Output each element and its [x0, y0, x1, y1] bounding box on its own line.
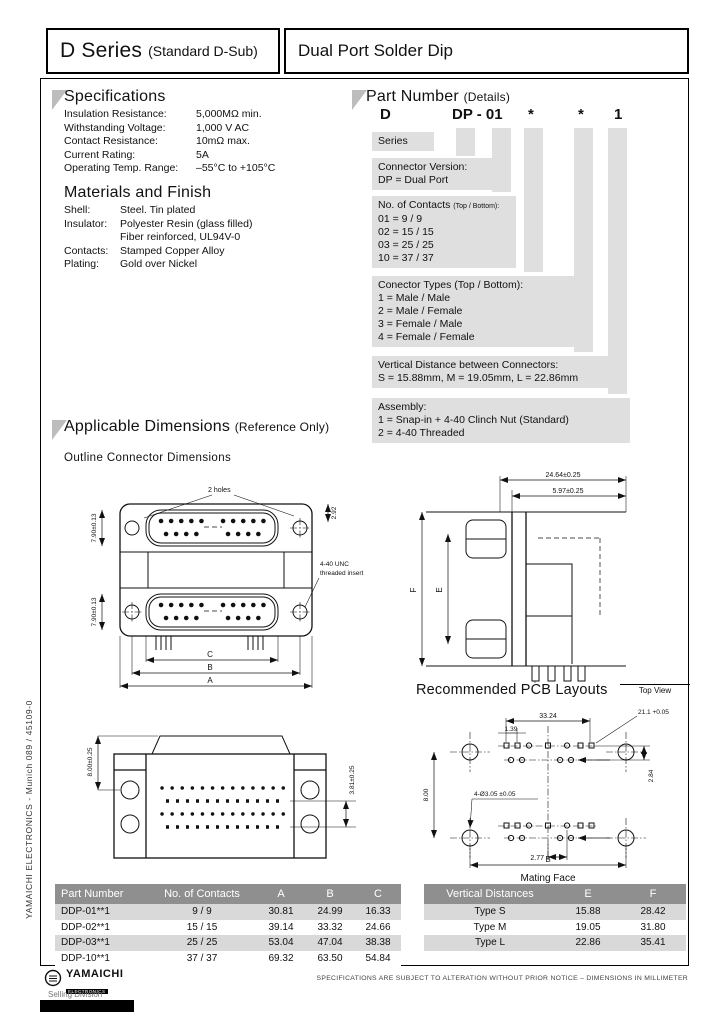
sidebar-vertical-text: YAMAICHI ELECTRONICS - Munich 089 / 4510…: [24, 700, 34, 919]
spec-row: Insulation Resistance:5,000MΩ min.: [64, 108, 262, 120]
dim-label-a: A: [207, 676, 213, 685]
dim-label-c: C: [207, 650, 213, 659]
outline-dimensions-subtitle: Outline Connector Dimensions: [64, 452, 232, 464]
dim-row: 2.77: [530, 855, 544, 862]
materials-heading: Materials and Finish: [64, 184, 212, 201]
pn-strip: [456, 128, 475, 156]
holes-note: 2 holes: [208, 487, 231, 494]
dim-top2: 5.97±0.25: [552, 488, 583, 495]
yamaichi-logo-icon: [44, 969, 62, 987]
dim-width: 33.24: [539, 713, 557, 720]
spec-row: Current Rating:5A: [64, 148, 209, 161]
spec-row: Contact Resistance:10mΩ max.: [64, 135, 250, 147]
mating-face-caption: Mating Face: [520, 873, 575, 884]
pn-strip: [608, 128, 627, 394]
side-view-drawing: 24.64±0.25 5.97±0.25 F E: [409, 472, 627, 683]
table-header-row: Vertical Distances E F: [424, 884, 686, 904]
connector-side-outline: [426, 511, 626, 682]
footer-logo: YAMAICHI ELECTRONICS: [44, 969, 123, 998]
pcb-centerlines: [450, 726, 646, 858]
division-label: Selling Division: [48, 990, 103, 999]
pn-box-vertical-distance: Vertical Distance between Connectors: S …: [372, 356, 626, 388]
dim-right: 2.92: [331, 506, 338, 519]
pn-box-contacts: No. of Contacts (Top / Bottom): 01 = 9 /…: [372, 196, 516, 268]
insert-note-line2: threaded insert: [320, 570, 364, 577]
contact-pins-front: [155, 518, 267, 650]
dimensions-table: Part Number No. of Contacts A B C DDP-01…: [55, 884, 401, 966]
dim-callout: 21.1 +0.05: [638, 709, 669, 716]
material-row: Fiber reinforced, UL94V-0: [120, 231, 241, 243]
side-dimensions-top: 24.64±0.25 5.97±0.25: [499, 472, 627, 512]
spec-row: Operating Temp. Range:–55°C to +105°C: [64, 162, 276, 174]
materials-list: Shell:Steel. Tin plated Insulator:Polyes…: [64, 204, 252, 272]
front-dimensions: C B A 7.90±0.13 7.90±0.13 2 holes 2.92 4…: [91, 487, 364, 689]
dim-holes: 4-Ø3.05 ±0.05: [474, 791, 516, 798]
specifications-heading: Specifications: [64, 88, 166, 105]
pn-box-connector-version: Connector Version: DP = Dual Port: [372, 158, 502, 190]
series-title: D Series: [60, 39, 143, 62]
side-dimensions-left: F E: [409, 512, 451, 666]
dim-e: E: [435, 587, 444, 592]
pn-strip: [524, 128, 543, 272]
connector-bottom-outline: [113, 735, 327, 859]
dim-right: 3.81±0.25: [349, 765, 356, 794]
series-subtitle: (Standard D-Sub): [148, 43, 258, 59]
dim-b: B: [545, 855, 550, 864]
material-row: Insulator:Polyester Resin (glass filled): [64, 217, 253, 230]
pn-code-assembly: 1: [614, 106, 623, 123]
dim-pitch: 1.39: [505, 726, 518, 733]
pcb-layouts-heading: Recommended PCB Layouts: [416, 682, 608, 698]
front-view-drawing: C B A 7.90±0.13 7.90±0.13 2 holes 2.92 4…: [91, 487, 364, 689]
product-title-box: Dual Port Solder Dip: [284, 28, 689, 74]
pn-box-types: Conector Types (Top / Bottom): 1 = Male …: [372, 276, 580, 347]
dim-left: 8.00±0.25: [87, 747, 94, 776]
dim-flange-top: 7.90±0.13: [91, 513, 98, 542]
part-number-heading: Part Number (Details): [366, 88, 511, 105]
pn-code-star1: *: [528, 106, 534, 123]
specifications-list: Insulation Resistance:5,000MΩ min. Withs…: [64, 108, 275, 176]
dim-flange-bottom: 7.90±0.13: [91, 597, 98, 626]
pn-code-series: D: [380, 106, 391, 123]
pn-code-star2: *: [578, 106, 584, 123]
series-title-box: D Series (Standard D-Sub): [46, 28, 280, 74]
applicable-dimensions-heading: Applicable Dimensions (Reference Only): [64, 418, 330, 435]
dim-left: 8.00: [423, 788, 430, 801]
pcb-dimensions: 33.24 1.39 21.1 +0.05 4-Ø3.05 ±0.05 8.00…: [423, 709, 669, 884]
top-view-label: Top View: [620, 684, 690, 695]
pn-code-version: DP - 01: [452, 106, 503, 123]
dim-top: 24.64±0.25: [546, 472, 581, 479]
contact-pins-bottom: [160, 786, 286, 829]
footer-black-bar: [40, 1000, 134, 1012]
product-title: Dual Port Solder Dip: [298, 41, 453, 60]
dim-label-b: B: [207, 663, 212, 672]
material-row: Contacts:Stamped Copper Alloy: [64, 244, 225, 257]
insert-note-line1: 4-40 UNC: [320, 561, 349, 568]
pcb-layout-drawing: 33.24 1.39 21.1 +0.05 4-Ø3.05 ±0.05 8.00…: [423, 709, 669, 884]
footer-disclaimer: SPECIFICATIONS ARE SUBJECT TO ALTERATION…: [316, 975, 688, 982]
material-row: Shell:Steel. Tin plated: [64, 204, 196, 216]
bottom-view-drawing: 8.00±0.25 3.81±0.25: [87, 735, 356, 859]
table-header-row: Part Number No. of Contacts A B C: [55, 884, 401, 904]
dim-right: 2.84: [648, 769, 655, 782]
brand-name: YAMAICHI: [66, 968, 124, 980]
spec-row: Withstanding Voltage:1,000 V AC: [64, 121, 250, 134]
bottom-dimensions: 8.00±0.25 3.81±0.25: [87, 735, 356, 828]
pcb-pad-rows: [498, 742, 610, 842]
connector-front-outline: [119, 503, 313, 637]
dim-f: F: [409, 587, 418, 592]
pn-box-assembly: Assembly: 1 = Snap-in + 4-40 Clinch Nut …: [372, 398, 630, 443]
pn-box-series: Series: [372, 132, 434, 151]
material-row: Plating:Gold over Nickel: [64, 258, 198, 270]
brand-subname: ELECTRONICS: [66, 989, 108, 994]
